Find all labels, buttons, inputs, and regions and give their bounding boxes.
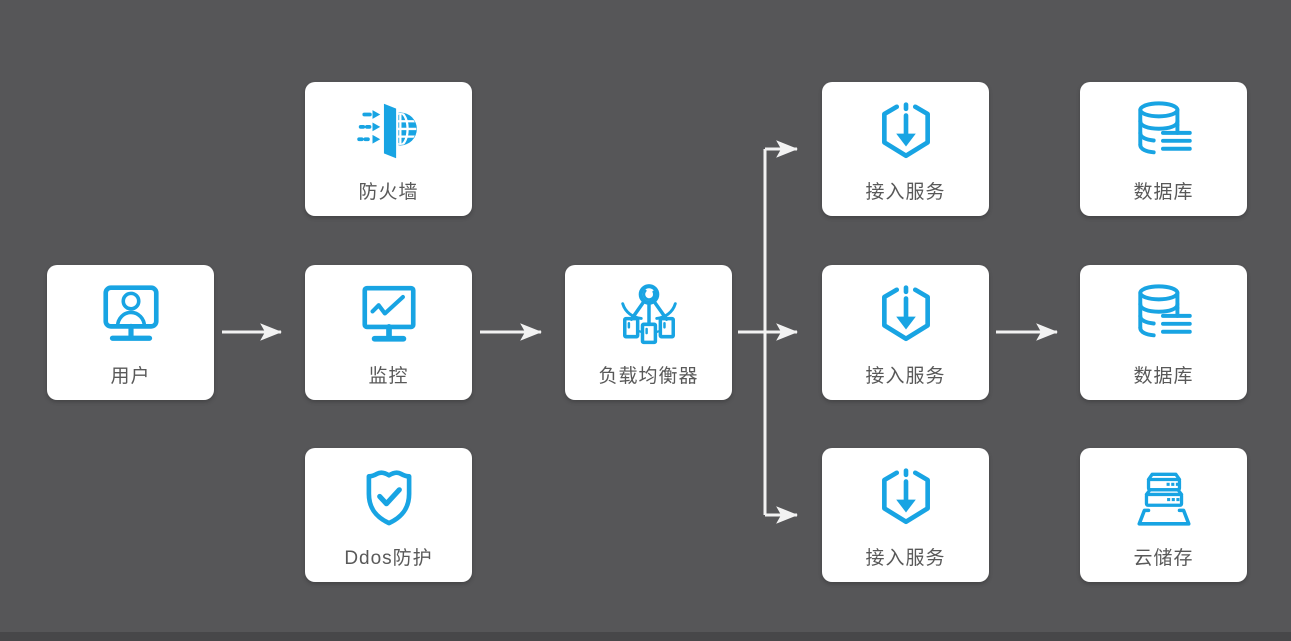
database-icon — [1137, 101, 1192, 155]
node-label: 用户 — [110, 366, 151, 387]
node-monitor: 监控 — [305, 265, 472, 400]
load-balancer-icon — [620, 284, 677, 345]
download-hexagon-icon — [881, 102, 930, 159]
node-user: 用户 — [47, 265, 214, 400]
monitor-chart-icon — [361, 285, 416, 342]
database-icon — [1137, 284, 1192, 338]
node-label: 数据库 — [1133, 182, 1194, 203]
node-database-1: 数据库 — [1080, 82, 1247, 216]
monitor-user-icon — [102, 285, 159, 341]
node-label: 防火墙 — [358, 182, 419, 203]
node-label: 接入服务 — [865, 182, 946, 203]
bottom-strip — [0, 632, 1291, 641]
node-label: 数据库 — [1133, 366, 1194, 387]
node-firewall: 防火墙 — [305, 82, 472, 216]
shield-check-icon — [366, 470, 411, 526]
node-label: 接入服务 — [865, 548, 946, 569]
node-cloud-storage: 云储存 — [1080, 448, 1247, 582]
node-access-service-3: 接入服务 — [822, 448, 989, 582]
node-label: 监控 — [368, 366, 409, 387]
node-label: Ddos防护 — [344, 548, 433, 569]
firewall-globe-icon — [356, 100, 417, 162]
node-database-2: 数据库 — [1080, 265, 1247, 400]
node-label: 接入服务 — [865, 366, 946, 387]
node-load-balancer: 负载均衡器 — [565, 265, 732, 400]
node-label: 负载均衡器 — [598, 366, 699, 387]
node-label: 云储存 — [1133, 548, 1194, 569]
node-access-service-1: 接入服务 — [822, 82, 989, 216]
download-hexagon-icon — [881, 285, 930, 342]
node-ddos: Ddos防护 — [305, 448, 472, 582]
download-hexagon-icon — [881, 468, 930, 525]
node-access-service-2: 接入服务 — [822, 265, 989, 400]
server-stack-icon — [1136, 472, 1191, 526]
